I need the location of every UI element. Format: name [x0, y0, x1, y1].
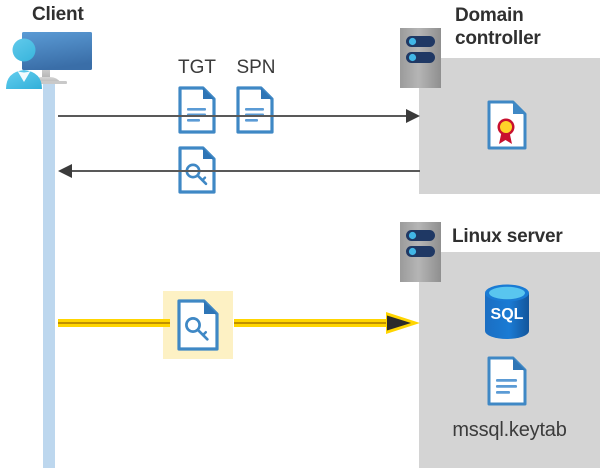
- client-title: Client: [32, 4, 84, 25]
- domain-controller-title: Domain controller: [455, 4, 600, 50]
- linux-server-title: Linux server: [452, 226, 563, 247]
- arrow-client-to-linux: [58, 312, 420, 334]
- sql-database-icon: SQL: [482, 283, 532, 341]
- domain-controller-title-line1: Domain: [455, 5, 524, 26]
- keytab-document-icon: [487, 356, 527, 406]
- arrow-client-to-dc: [58, 106, 420, 126]
- client-user-monitor-icon: [4, 26, 92, 92]
- svg-text:SQL: SQL: [491, 306, 524, 323]
- domain-controller-server-icon: [400, 28, 441, 88]
- certificate-icon: [487, 100, 527, 150]
- tgt-label: TGT: [178, 57, 216, 78]
- arrow-dc-to-client: [58, 161, 420, 181]
- keytab-file-label: mssql.keytab: [452, 419, 567, 441]
- client-lifeline: [43, 78, 55, 468]
- spn-label: SPN: [236, 57, 276, 78]
- tgt-document-icon: [178, 86, 216, 134]
- service-ticket-key-document-icon: [177, 299, 219, 351]
- domain-controller-title-line2: controller: [455, 28, 541, 49]
- linux-server-server-icon: [400, 222, 441, 282]
